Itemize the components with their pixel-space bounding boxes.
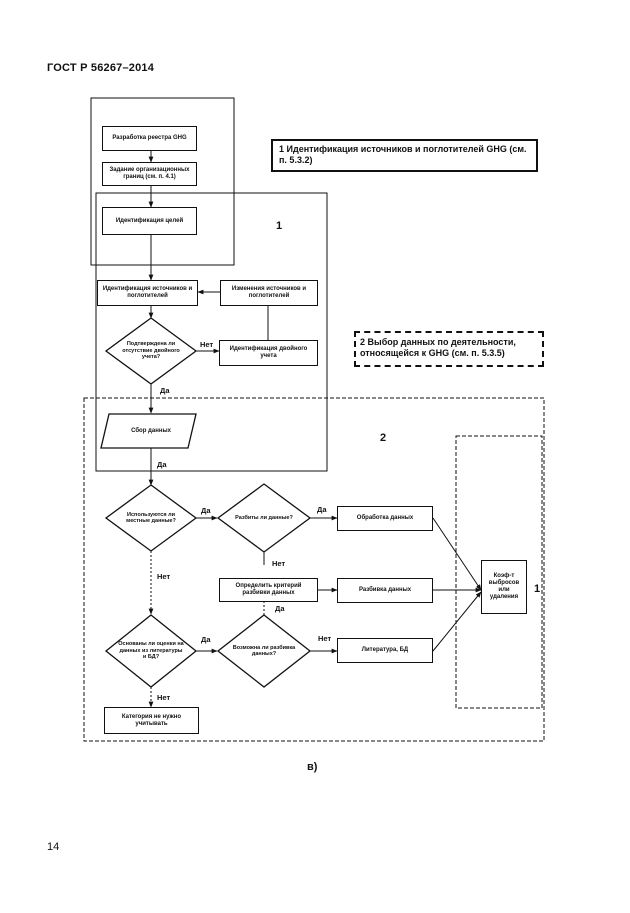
box-ident-sources: Идентификация целей	[102, 207, 197, 235]
box-emission-factor: Коэф-т выбросов или удаления	[481, 560, 527, 614]
box-data-collect: Сбор данных	[131, 427, 171, 434]
edge-label-no-3: Нет	[157, 572, 171, 581]
box-process-data: Обработка данных	[337, 506, 433, 531]
edge-label-yes-6: Да	[201, 635, 211, 644]
document-header: ГОСТ Р 56267–2014	[47, 62, 155, 74]
edge-label-no-5: Нет	[157, 693, 171, 702]
edge-label-yes-1: Да	[160, 386, 170, 395]
legend-item-1: 1 Идентификация источников и поглотителе…	[271, 139, 538, 172]
region-label-1: 1	[276, 220, 283, 232]
box-define-criteria: Определить критерий разбивки данных	[219, 578, 318, 602]
decision-confirm-double: Подтверждена ли отсутствие двойного учет…	[122, 341, 180, 361]
region-frame-1	[95, 192, 328, 472]
edge-label-yes-3: Да	[201, 506, 211, 515]
box-split-data: Разбивка данных	[337, 578, 433, 603]
box-changes: Изменения источников и поглотителей	[220, 280, 318, 306]
edge-label-yes-5: Да	[275, 604, 285, 613]
edge-label-yes-2: Да	[157, 460, 167, 469]
region-frame-a	[90, 97, 235, 266]
box-dev-registry: Разработка реестра GHG	[102, 126, 197, 151]
region-label-2: 2	[380, 432, 387, 444]
region-label-1b: 1	[534, 583, 541, 595]
box-double-count: Идентификация двойного учета	[219, 340, 318, 366]
decision-split-needed: Разбиты ли данные?	[235, 514, 293, 521]
region-frame-2	[83, 397, 545, 742]
edge-label-no-4: Нет	[318, 634, 332, 643]
decision-split-possible-shape	[216, 614, 312, 688]
box-boundaries: Задание организационных границ (см. п. 4…	[102, 162, 197, 186]
edge-label-yes-4: Да	[317, 505, 327, 514]
region-frame-factor	[455, 435, 543, 709]
box-literature: Литература, БД	[337, 638, 433, 663]
edge-label-no-1: Нет	[200, 340, 214, 349]
decision-split-possible: Возможна ли разбивка данных?	[232, 644, 296, 658]
legend-item-2: 2 Выбор данных по деятельности, относяще…	[354, 331, 544, 367]
box-category-ignore: Категория не нужно учитывать	[104, 707, 199, 734]
decision-use-measured: Используются ли местные данные?	[126, 511, 176, 525]
decision-based-on-lit: Основаны ли оценки на данных из литерату…	[118, 641, 184, 661]
data-collect-shape	[100, 413, 197, 449]
page-number: 14	[47, 841, 60, 853]
box-ident-sinks: Идентификация источников и поглотителей	[97, 280, 198, 306]
edge-label-no-2: Нет	[272, 559, 286, 568]
figure-caption: в)	[307, 761, 318, 773]
